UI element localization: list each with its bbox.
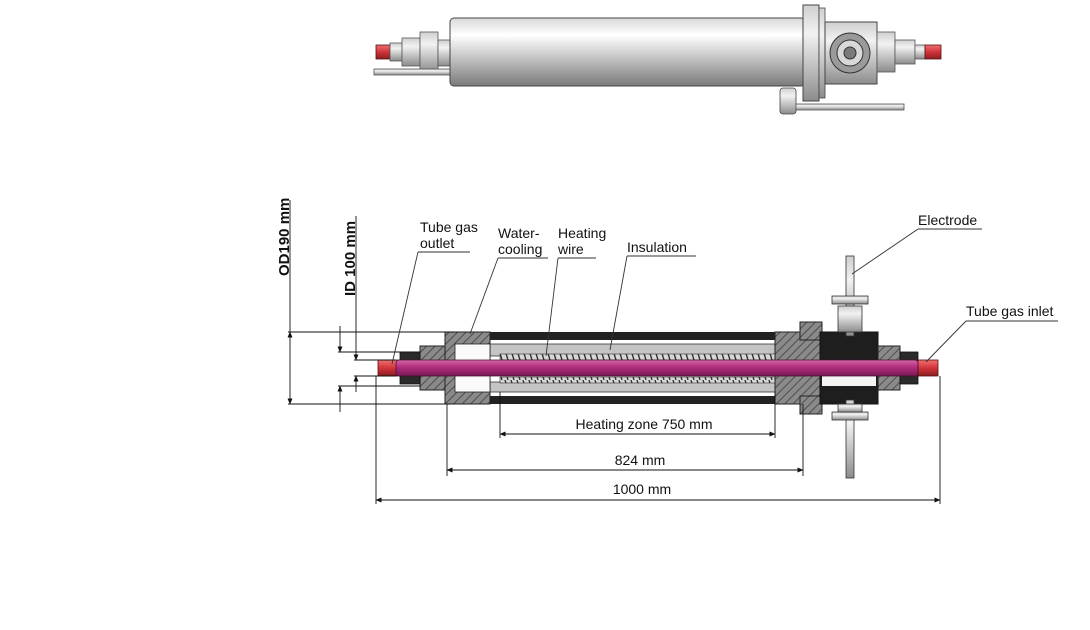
heating-wire-top	[499, 353, 776, 361]
dim-total-length: 1000 mm	[613, 481, 671, 497]
heating-wire-bottom	[499, 376, 776, 384]
label-tube-gas-outlet-2: outlet	[420, 235, 454, 251]
label-water-cooling-1: Water-	[498, 225, 540, 241]
insulation-bottom	[489, 381, 781, 393]
right-red-fitting	[924, 44, 942, 60]
inlet-fitting	[917, 359, 939, 377]
outer-shell-top	[455, 332, 805, 340]
outer-shell-bottom	[455, 396, 805, 404]
dim-inner-diameter: ID 100 mm	[342, 221, 359, 296]
right-flange	[802, 4, 820, 102]
elbow-pipe	[779, 87, 797, 115]
label-tube-gas-outlet-1: Tube gas	[420, 219, 478, 235]
electrode-bottom-post	[845, 399, 855, 479]
water-pipe-left	[373, 68, 455, 76]
dim-body-length: 824 mm	[615, 452, 666, 468]
label-heating-wire-2: wire	[557, 241, 584, 257]
label-water-cooling-2: cooling	[498, 241, 542, 257]
label-electrode: Electrode	[918, 212, 977, 228]
left-end-flange	[419, 31, 439, 73]
dim-outer-diameter: OD190 mm	[276, 198, 293, 276]
dimension-lines	[287, 200, 941, 504]
label-tube-gas-inlet: Tube gas inlet	[966, 303, 1054, 319]
label-heating-wire-1: Heating	[558, 225, 606, 241]
leader-lines	[391, 228, 1058, 365]
quartz-tube	[395, 359, 919, 377]
dim-heating-zone: Heating zone 750 mm	[576, 416, 713, 432]
reactor-cross-section	[377, 255, 939, 479]
water-pipe-right	[795, 103, 905, 111]
left-red-fitting	[375, 44, 391, 60]
label-insulation: Insulation	[627, 239, 687, 255]
reactor-body-3d	[449, 17, 806, 87]
reactor-3d-view	[373, 4, 942, 115]
